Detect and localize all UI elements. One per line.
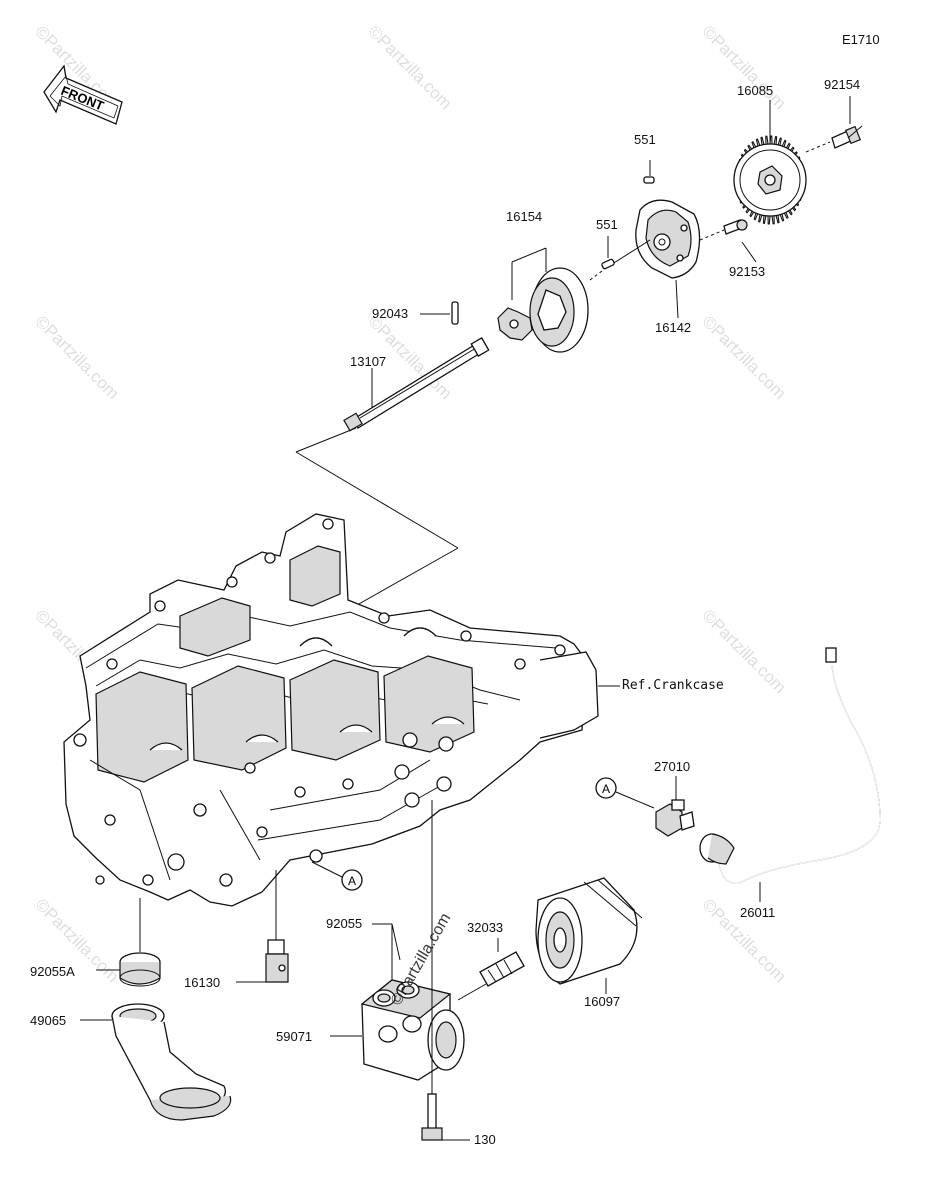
part-label-16085[interactable]: 16085 bbox=[737, 83, 774, 98]
part-label-26011[interactable]: 26011 bbox=[740, 905, 776, 920]
pump-shaft-icon bbox=[343, 337, 490, 432]
part-label-92154[interactable]: 92154 bbox=[824, 77, 861, 92]
gear-icon bbox=[733, 135, 807, 225]
part-label-16142[interactable]: 16142 bbox=[655, 320, 692, 335]
part-label-92055a[interactable]: 92055A bbox=[30, 964, 75, 979]
oil-strainer-icon bbox=[80, 1003, 232, 1121]
oil-filter-nipple-icon bbox=[457, 938, 525, 1001]
part-label-13107[interactable]: 13107 bbox=[350, 354, 387, 369]
part-label-92043[interactable]: 92043 bbox=[372, 306, 409, 321]
front-arrow-icon: FRONT bbox=[43, 64, 123, 125]
callout-letter: A bbox=[602, 782, 610, 796]
ref-crankcase-label[interactable]: Ref.Crankcase bbox=[622, 678, 724, 693]
oil-pressure-switch-icon bbox=[655, 776, 695, 837]
part-label-92055[interactable]: 92055 bbox=[326, 916, 363, 931]
dowel-pin-icon bbox=[601, 160, 655, 270]
part-label-49065[interactable]: 49065 bbox=[30, 1013, 67, 1028]
diagram-code: E1710 bbox=[842, 32, 880, 47]
part-label-16097[interactable]: 16097 bbox=[584, 994, 621, 1009]
bolt-icon bbox=[805, 125, 863, 153]
part-label-32033[interactable]: 32033 bbox=[467, 920, 504, 935]
callout-letter: A bbox=[348, 874, 356, 888]
callout-a: A bbox=[311, 861, 363, 891]
bolt-icon bbox=[699, 219, 748, 241]
wire-harness-icon bbox=[699, 647, 881, 902]
part-label-59071[interactable]: 59071 bbox=[276, 1029, 313, 1044]
drain-plug-icon bbox=[236, 870, 289, 983]
o-ring-icon bbox=[96, 898, 161, 987]
part-label-130[interactable]: 130 bbox=[474, 1132, 496, 1147]
part-label-16154[interactable]: 16154 bbox=[506, 209, 543, 224]
part-label-16130[interactable]: 16130 bbox=[184, 975, 221, 990]
pump-rotor-icon bbox=[497, 247, 589, 353]
pin-icon bbox=[420, 301, 459, 325]
callout-a: A bbox=[595, 777, 655, 809]
oil-pump-body-icon bbox=[360, 979, 465, 1081]
bolt-icon bbox=[421, 800, 470, 1141]
part-label-551[interactable]: 551 bbox=[596, 217, 618, 232]
pump-cover-icon bbox=[589, 199, 701, 281]
part-label-92153[interactable]: 92153 bbox=[729, 264, 766, 279]
part-label-27010[interactable]: 27010 bbox=[654, 759, 691, 774]
part-label-551[interactable]: 551 bbox=[634, 132, 656, 147]
crankcase-icon bbox=[63, 513, 599, 907]
oil-filter-icon bbox=[535, 877, 643, 994]
